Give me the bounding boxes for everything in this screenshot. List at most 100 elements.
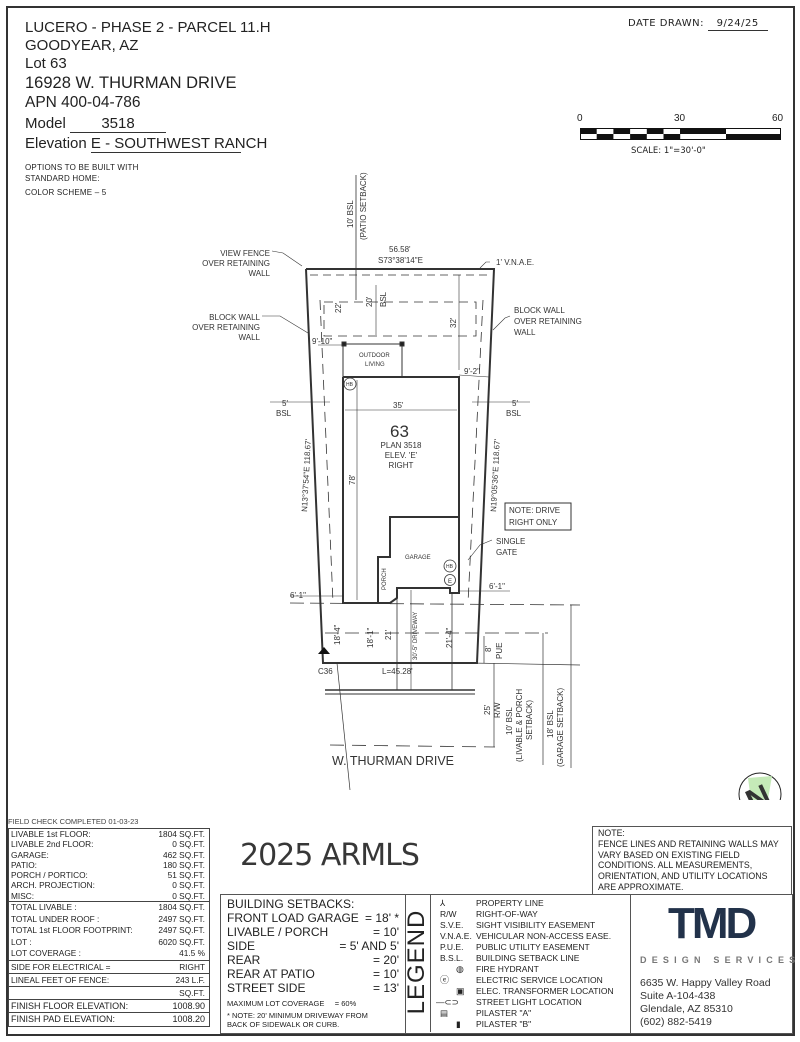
date-drawn: DATE DRAWN: 9/24/25 (628, 18, 768, 31)
scale-bar: 0 30 60 SCALE: 1"=30'-0" (575, 113, 785, 158)
row-value: 2497 (158, 913, 177, 924)
dim-32: 32' (449, 317, 458, 328)
table-row: SIDE FOR ELECTRICAL = RIGHT (9, 961, 209, 973)
row-value: 0 (172, 890, 177, 901)
row-unit: SQ.FT. (179, 936, 205, 947)
setback-label: LIVABLE / PORCH (227, 925, 329, 939)
area-table: LIVABLE 1st FLOOR:1804 SQ.FT. LIVABLE 2n… (8, 828, 210, 1027)
row-value: 2497 (158, 925, 177, 936)
hb-rear: HB (346, 382, 354, 388)
electric-meter (444, 574, 456, 586)
street-name: W. THURMAN DRIVE (332, 754, 454, 768)
scale-tick-60: 60 (772, 113, 784, 124)
table-row: PORCH / PORTICO:51 SQ.FT. (9, 870, 209, 880)
street-light-icon: —⊂⊃ (436, 997, 459, 1007)
setback-row: STREET SIDE= 13' (227, 981, 399, 995)
company-address: 6635 W. Happy Valley Road Suite A-104-43… (640, 977, 771, 1029)
row-unit: SQ.FT. (179, 859, 205, 870)
view-fence-label: VIEW FENCE (220, 249, 270, 258)
side-5-left: 5' (282, 399, 288, 408)
color-scheme: COLOR SCHEME – 5 (25, 188, 107, 197)
dim-22: 22' (334, 302, 343, 313)
dim-9-2: 9'-2" (464, 367, 480, 376)
row-label: MISC: (11, 890, 35, 901)
hose-bib-garage (443, 559, 457, 573)
patio-setback: (PATIO SETBACK) (359, 172, 368, 240)
bsl-right: BSL (506, 409, 522, 418)
table-row: TOTAL LIVABLE :1804 SQ.FT. (9, 902, 209, 914)
note-drive-2: RIGHT ONLY (509, 518, 558, 527)
row-unit: SQ.FT. (179, 839, 205, 850)
row-label: TOTAL 1st FLOOR FOOTPRINT: (11, 925, 133, 936)
setback-value: = 10' (373, 925, 399, 939)
legend-text: RIGHT-OF-WAY (476, 909, 538, 919)
lot-number: 63 (50, 55, 67, 72)
table-row: GARAGE:462 SQ.FT. (9, 850, 209, 860)
electric-service-icon: ⓔ (440, 975, 450, 985)
company-tagline: DESIGN SERVICES (640, 955, 800, 965)
legend-item: ▣ELEC. TRANSFORMER LOCATION (456, 986, 614, 996)
outdoor-living-2: LIVING (365, 362, 385, 368)
watermark: 2025 ARMLS (240, 838, 420, 873)
row-label: SIDE FOR ELECTRICAL = (11, 961, 111, 972)
side-5-right: 5' (512, 399, 518, 408)
block-wall-right-3: WALL (514, 328, 536, 337)
row-value: RIGHT (179, 961, 205, 972)
legend-item: P.U.E.PUBLIC UTILITY EASEMENT (440, 942, 590, 952)
top-dimension: 56.58' (389, 245, 411, 254)
porch-label: PORCH (382, 568, 388, 590)
fire-hydrant-marker (318, 647, 330, 654)
note-line: ARE APPROXIMATE. (598, 881, 684, 892)
view-fence-label-2: OVER RETAINING (202, 259, 270, 268)
legend-item: ▤PILASTER "A" (440, 1008, 531, 1019)
totals-group: TOTAL LIVABLE :1804 SQ.FT. TOTAL UNDER R… (8, 901, 210, 960)
plan-label: PLAN 3518 (381, 441, 422, 450)
row-unit: SQ.FT. (179, 913, 205, 924)
setback-row: LIVABLE / PORCH = 10' (227, 925, 399, 939)
patio-bsl: 10' BSL (346, 200, 355, 228)
city: GOODYEAR, AZ (25, 37, 139, 54)
elevation-label: Elevation (25, 135, 87, 152)
hb-garage: HB (446, 564, 454, 570)
lot-label: Lot (25, 55, 46, 72)
legend-text: ELECTRIC SERVICE LOCATION (476, 975, 603, 985)
hose-bib-rear (343, 377, 357, 391)
property-line-symbol: ⅄ (440, 898, 446, 908)
legend-abbr: S.V.E. (440, 920, 464, 930)
options-line-1: OPTIONS TO BE BUILT WITH (25, 163, 139, 172)
rw-label: R/W (493, 702, 502, 718)
setback-label: SIDE (227, 939, 256, 953)
bsl-18-sub: (GARAGE SETBACK) (556, 688, 565, 767)
table-row: LIVABLE 1st FLOOR:1804 SQ.FT. (9, 829, 209, 839)
dim-6-1-right: 6'-1" (489, 582, 505, 591)
row-label: ARCH. PROJECTION: (11, 880, 95, 891)
top-bearing: S73°38'14"E (378, 256, 423, 265)
table-row: FINISH PAD ELEVATION:1008.20 (9, 1013, 209, 1026)
address-line-2: Suite A-104-438 (640, 990, 716, 1002)
setback-row: REAR AT PATIO= 10' (227, 967, 399, 981)
block-wall-right-2: OVER RETAINING (514, 317, 582, 326)
scale-caption: SCALE: 1"=30'-0" (631, 146, 706, 156)
model-label: Model (25, 115, 66, 132)
legend-item: S.V.E.SIGHT VISIBILITY EASEMENT (440, 920, 595, 930)
row-value: SQ.FT. (179, 987, 205, 998)
legend-item: V.N.A.E.VEHICULAR NON-ACCESS EASE. (440, 931, 611, 941)
bsl-10-sub-1: (LIVABLE & PORCH (515, 689, 524, 762)
bsl-left: BSL (276, 409, 292, 418)
legend-text: STREET LIGHT LOCATION (476, 997, 582, 1007)
block-wall-left-1: BLOCK WALL (209, 313, 260, 322)
company-phone: (602) 882-5419 (640, 1016, 712, 1028)
setback-value: = 20' (373, 953, 399, 967)
north-arrow-icon: N (738, 772, 782, 800)
legend-abbr: B.S.L. (440, 953, 464, 963)
row-value: 462 (163, 849, 177, 860)
row-label: LOT : (11, 936, 32, 947)
row-label: TOTAL LIVABLE : (11, 902, 77, 913)
legend-item: B.S.L.BUILDING SETBACK LINE (440, 953, 579, 963)
model-line: Model 3518 (25, 115, 167, 133)
field-check: FIELD CHECK COMPLETED 01-03-23 (8, 817, 139, 826)
company-block: TMD DESIGN SERVICES 6635 W. Happy Valley… (630, 894, 795, 1034)
bsl-10: 10' BSL (505, 707, 514, 735)
legend-abbr: P.U.E. (440, 942, 464, 952)
